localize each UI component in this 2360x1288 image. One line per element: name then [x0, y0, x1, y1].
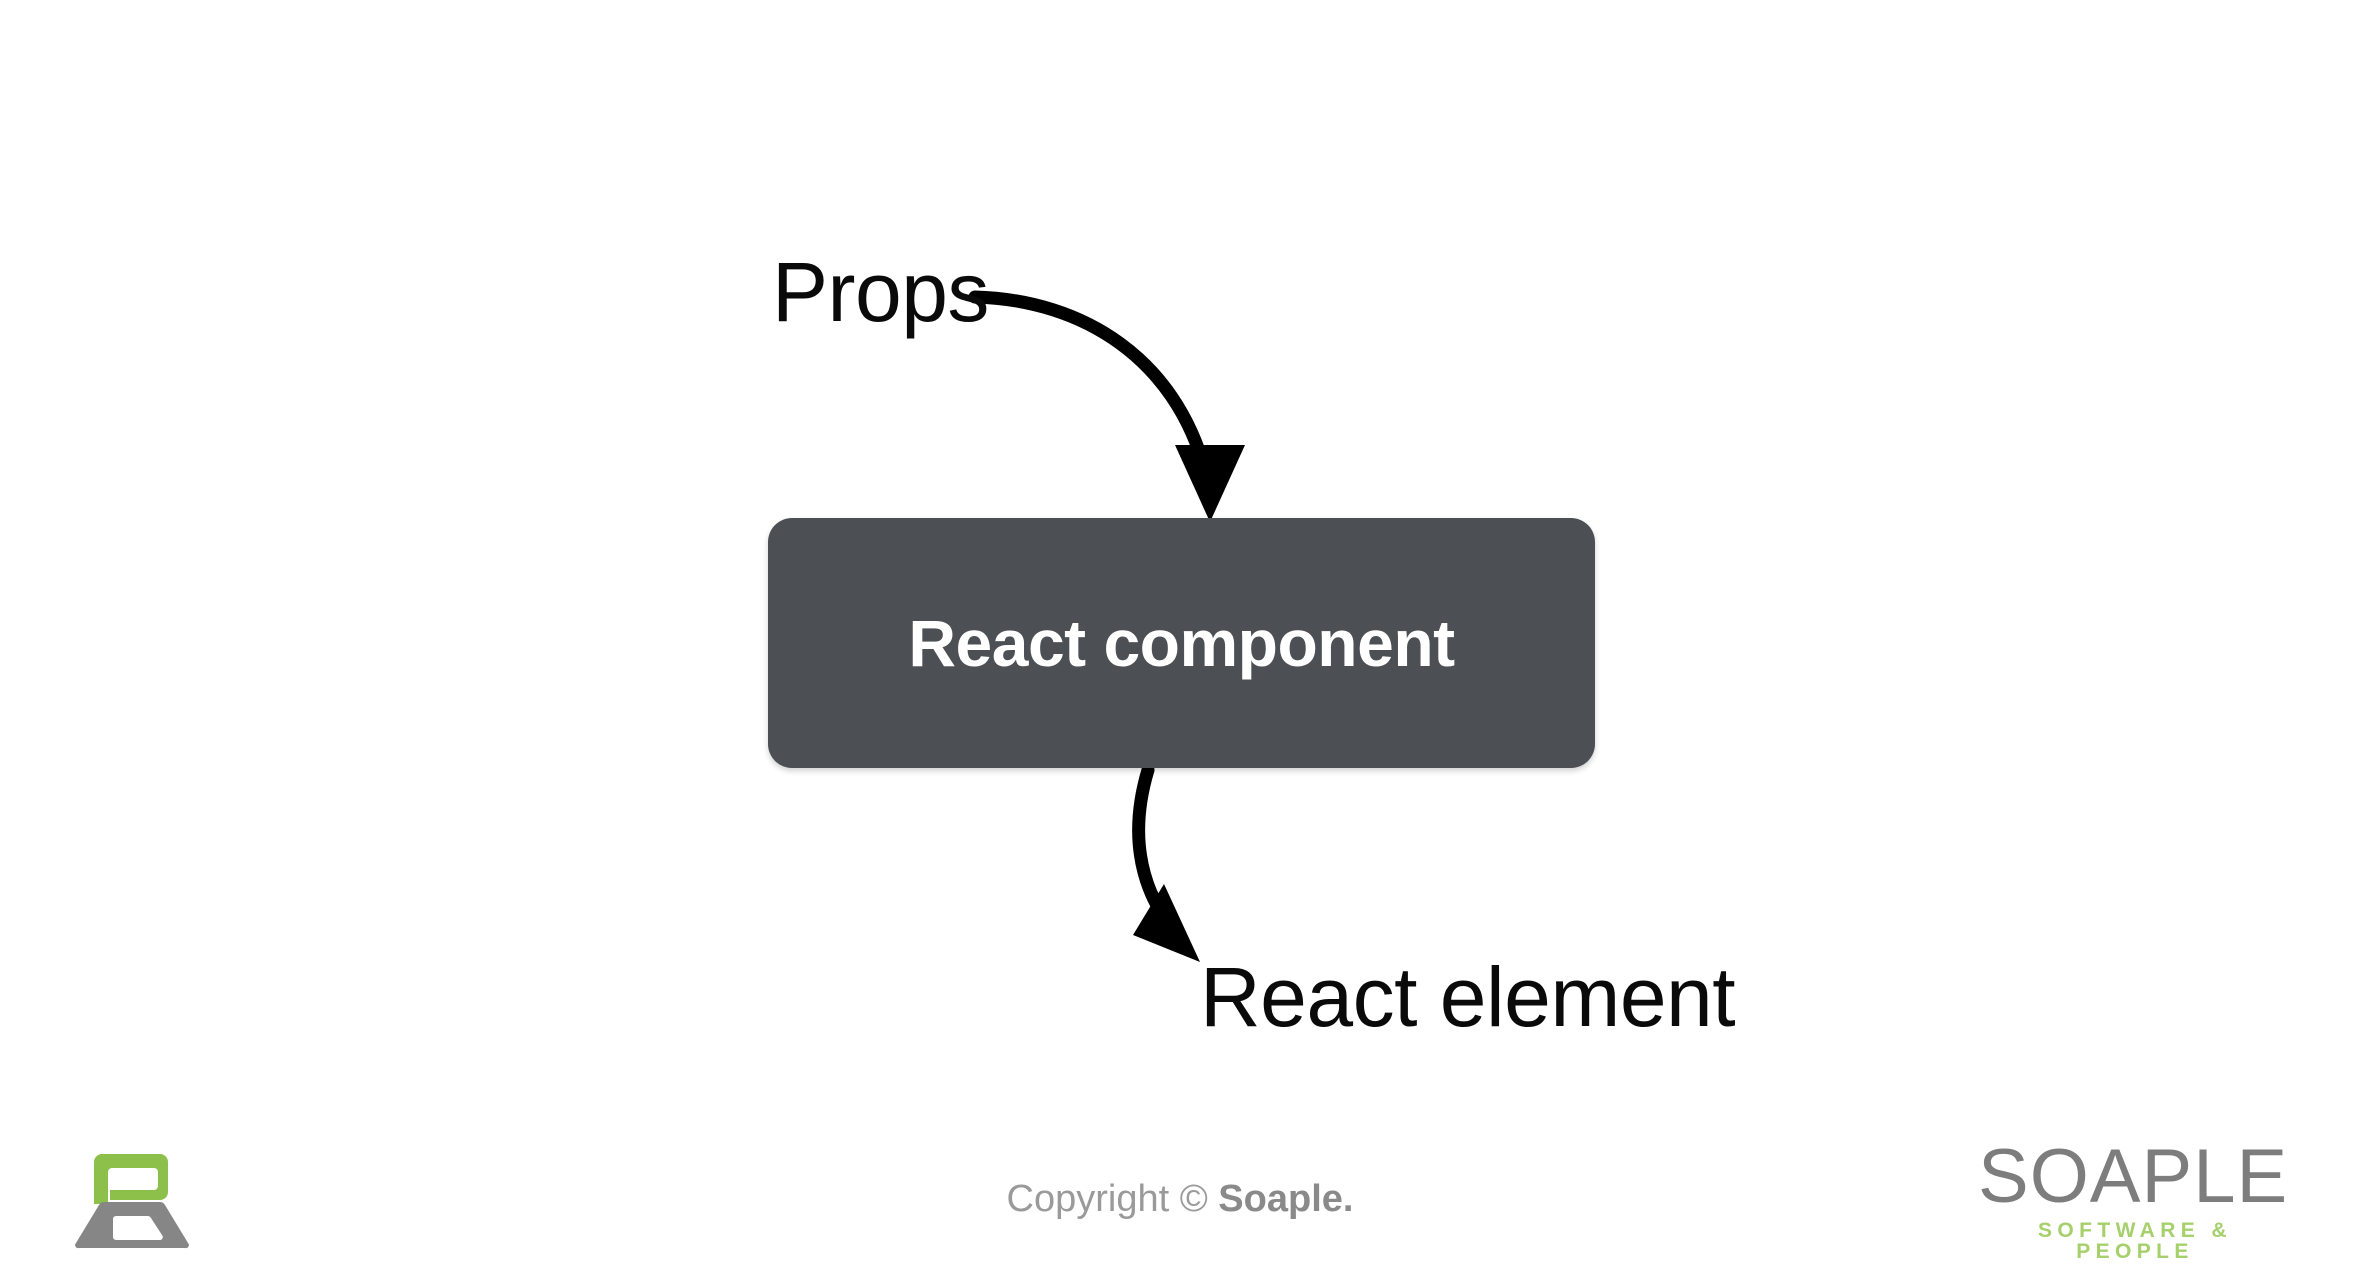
react-element-label: React element [1200, 950, 1736, 1044]
arrow-component-to-element [1132, 763, 1200, 962]
soaple-wordmark: SOAPLE [1978, 1134, 2289, 1219]
copyright-prefix: Copyright © [1006, 1178, 1219, 1220]
soaple-tagline: SOFTWARE & PEOPLE [2038, 1219, 2232, 1264]
arrow-props-to-component [968, 290, 1245, 522]
soaple-logo-mark-icon [75, 1154, 189, 1249]
soaple-logo: SOAPLE SOFTWARE & PEOPLE [1978, 1134, 2289, 1264]
react-component-node-label: React component [908, 606, 1455, 680]
react-component-node[interactable]: React component [768, 518, 1595, 768]
copyright-text: Copyright © Soaple. [0, 1180, 2360, 1218]
copyright-brand: Soaple. [1218, 1178, 1354, 1220]
slide-footer: Copyright © Soaple. SOAPLE SOFTWARE & PE… [0, 1128, 2360, 1288]
props-label: Props [772, 245, 989, 339]
